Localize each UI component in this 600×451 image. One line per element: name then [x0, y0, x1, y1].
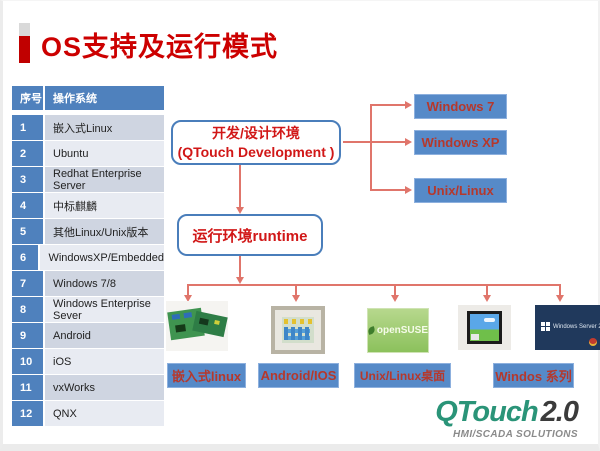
title-accent-bar-gray: [19, 23, 30, 36]
chameleon-icon: [367, 326, 376, 335]
connector-runtime-down: [239, 256, 241, 278]
logo-name: QTouch: [435, 396, 538, 428]
row-num: 1: [12, 115, 43, 140]
table-header-os: 操作系统: [45, 86, 164, 110]
arrow-right-icon: [405, 101, 412, 109]
embedded-board-image: [166, 301, 228, 351]
row-num: 3: [12, 167, 43, 192]
arrow-down-icon: [556, 295, 564, 302]
label-embedded-linux: 嵌入式linux: [167, 363, 246, 388]
panel-screen: [282, 317, 314, 343]
row-os: 嵌入式Linux: [45, 115, 164, 140]
row-os: Ubuntu: [45, 141, 164, 166]
row-os: vxWorks: [45, 375, 164, 400]
arrow-down-icon: [292, 295, 300, 302]
logo-version: 2.0: [540, 396, 579, 428]
runtime-environment-box: 运行环境runtime: [177, 214, 323, 256]
arrow-right-icon: [405, 186, 412, 194]
row-os: Android: [45, 323, 164, 348]
dev-environment-box: 开发/设计环境 (QTouch Development ): [171, 120, 341, 165]
title-accent-bar-red: [19, 36, 30, 63]
os-box-unixlinux: Unix/Linux: [414, 178, 507, 203]
windows-desktop-monitor-image: [458, 305, 511, 350]
row-os: QNX: [45, 401, 164, 426]
arrow-down-icon: [184, 295, 192, 302]
row-os: iOS: [45, 349, 164, 374]
connector-drop-3: [394, 284, 396, 296]
row-os: 其他Linux/Unix版本: [45, 219, 164, 244]
row-num: 8: [12, 297, 43, 322]
windows-logo-icon: [541, 322, 550, 331]
dev-box-line1: 开发/设计环境: [212, 124, 300, 141]
logo-tagline: HMI/SCADA SOLUTIONS: [452, 429, 578, 440]
connector-to-windowsxp: [372, 141, 406, 143]
certification-shield-icon: [589, 338, 597, 346]
row-os: 中标麒麟: [45, 193, 164, 218]
row-num: 2: [12, 141, 43, 166]
touch-panel-image: [271, 306, 325, 354]
connector-dev-right: [343, 141, 371, 143]
arrow-down-icon: [391, 295, 399, 302]
connector-bottom-horizontal: [187, 284, 561, 286]
panel-bezel: [275, 310, 321, 350]
row-os: Windows 7/8: [45, 271, 164, 296]
row-num: 10: [12, 349, 43, 374]
opensuse-logo: openSUSE: [367, 308, 429, 353]
arrow-down-icon: [236, 277, 244, 284]
connector-trunk-vertical: [370, 104, 372, 191]
row-os: Windows Enterprise Sever: [45, 297, 164, 322]
connector-to-unixlinux: [370, 189, 406, 191]
label-windows-series: Windos 系列: [493, 363, 574, 388]
opensuse-text: openSUSE: [376, 325, 428, 336]
connector-drop-1: [187, 284, 189, 296]
row-os: WindowsXP/Embedded: [40, 245, 164, 270]
row-num: 6: [12, 245, 39, 270]
os-box-windows7: Windows 7: [414, 94, 507, 119]
row-num: 9: [12, 323, 43, 348]
arrow-down-icon: [483, 295, 491, 302]
row-num: 7: [12, 271, 43, 296]
table-header-num: 序号: [12, 86, 43, 110]
label-unix-linux-desktop: Unix/Linux桌面: [354, 363, 451, 388]
connector-dev-to-runtime: [239, 165, 241, 208]
row-num: 4: [12, 193, 43, 218]
row-num: 11: [12, 375, 43, 400]
label-android-ios: Android/IOS: [258, 363, 339, 388]
runtime-box-label: 运行环境runtime: [192, 227, 308, 245]
arrow-right-icon: [405, 138, 412, 146]
table-header-row: 序号 操作系统: [12, 86, 164, 110]
page-title: OS支持及运行模式: [41, 32, 279, 62]
row-num: 5: [12, 219, 43, 244]
arrow-down-icon: [236, 207, 244, 214]
connector-to-windows7: [370, 104, 406, 106]
row-num: 12: [12, 401, 43, 426]
connector-drop-4: [486, 284, 488, 296]
row-os: Redhat Enterprise Server: [45, 167, 164, 192]
connector-drop-2: [295, 284, 297, 296]
os-box-windowsxp: Windows XP: [414, 130, 507, 155]
connector-drop-5: [559, 284, 561, 296]
dev-box-line2: (QTouch Development ): [177, 143, 335, 160]
windows-server-2012-badge: Windows Server 2012: [535, 305, 600, 350]
winserver-text: Windows Server 2012: [553, 323, 600, 330]
monitor-screen: [467, 311, 502, 344]
